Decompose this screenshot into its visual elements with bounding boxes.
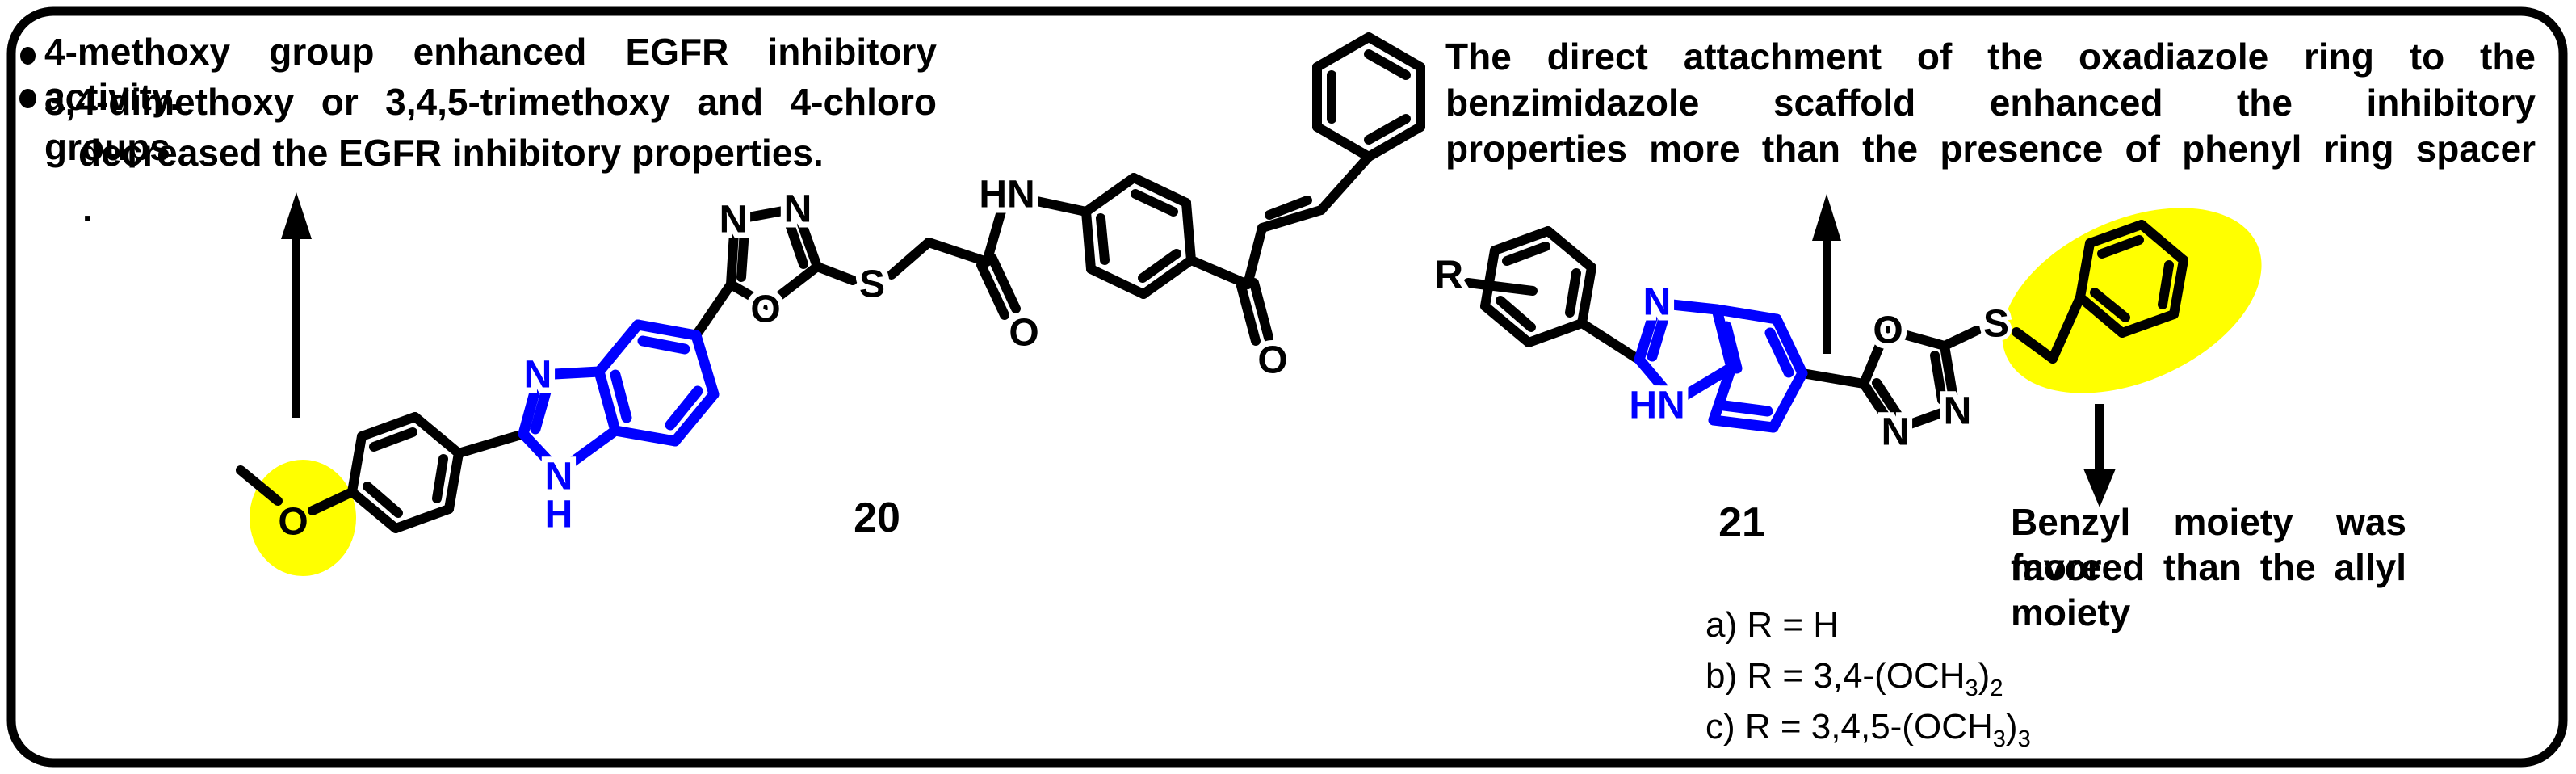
atom-label-oxadiazole21-o-icon: O — [1873, 309, 1903, 352]
arrow-up-left — [281, 192, 312, 418]
atom-label-imidazole-n1-icon: N — [545, 456, 573, 498]
r-definition-c-text: c) R = 3,4,5-(OCH — [1705, 707, 1993, 747]
r-definition-b: b) R = 3,4-(OCH3)2 — [1705, 655, 2003, 700]
structure-20-blue-atom-labels: N N H — [518, 348, 579, 542]
highlight-methoxy-ellipse — [250, 460, 356, 576]
benzyl-note-line1: Benzyl moiety was more — [2011, 501, 2406, 588]
arrow-down-benzyl — [2083, 404, 2116, 507]
atom-label-methoxy-o-icon: O — [278, 501, 308, 544]
atom-label-oxadiazole-o-icon: O — [750, 288, 780, 331]
structure-21-benzimidazole-bonds — [1634, 297, 1808, 433]
r-definition-b-sub1: 3 — [1965, 675, 1978, 701]
atom-label-imidazole21-n-icon: N — [1643, 281, 1672, 324]
r-definition-a: a) R = H — [1705, 604, 1839, 646]
right-note-line3: properties more than the presence of phe… — [1445, 128, 2536, 170]
stray-period: . — [82, 187, 93, 229]
highlight-benzyl-ellipse — [2002, 208, 2262, 393]
r-definition-b-mid: ) — [1978, 656, 1991, 696]
r-definition-c-mid: ) — [2005, 707, 2018, 747]
atom-label-ketone-o-icon: O — [1257, 339, 1287, 382]
atom-label-oxadiazole-n-right-icon: N — [784, 188, 812, 231]
atom-label-amide-hn-icon: HN — [979, 174, 1034, 217]
r-definition-c: c) R = 3,4,5-(OCH3)3 — [1705, 706, 2031, 751]
atom-label-thioether-s-icon: S — [859, 263, 885, 306]
structure-21-blue-atom-labels: N HN — [1623, 276, 1690, 433]
benzyl-note-line2: favored than the allyl moiety — [2011, 546, 2406, 633]
left-bullet2-line1: 3,4-dimethoxy or 3,4,5-trimethoxy and 4-… — [44, 81, 937, 168]
atom-label-amide-o-icon: O — [1009, 312, 1038, 355]
structure-21-atom-labels: R O N N S — [1429, 246, 2013, 460]
figure-border — [6, 6, 2568, 768]
compound-21-number: 21 — [1718, 499, 1765, 546]
structure-21-black-bonds — [1463, 220, 2188, 435]
structure-20-atom-labels: O N N O S HN O O — [278, 168, 1293, 544]
atom-label-imidazole-n-icon: N — [524, 354, 552, 397]
r-definition-b-text: b) R = 3,4-(OCH — [1705, 656, 1966, 696]
structure-20-black-bonds — [236, 32, 1425, 533]
right-note-line1: The direct attachment of the oxadiazole … — [1445, 36, 2536, 78]
left-bullet1-text: 4-methoxy group enhanced EGFR inhibitory… — [44, 31, 937, 118]
right-note-line2: benzimidazole scaffold enhanced the inhi… — [1445, 82, 2536, 124]
atom-label-oxadiazole21-n-left-icon: N — [1882, 411, 1910, 454]
r-definition-a-text: a) R = H — [1705, 605, 1840, 645]
atom-label-imidazole21-hn-icon: HN — [1629, 385, 1684, 427]
structure-20-benzimidazole-bonds — [518, 319, 720, 477]
r-definition-b-sub2: 2 — [1990, 675, 2003, 701]
atom-label-oxadiazole21-n-right-icon: N — [1944, 390, 1972, 433]
arrow-up-right — [1812, 194, 1841, 354]
atom-label-oxadiazole-n-left-icon: N — [720, 199, 748, 242]
atom-label-r-group-icon: R — [1434, 252, 1463, 297]
atom-label-imidazole-h-icon: H — [545, 494, 573, 536]
atom-label-thioether21-s-icon: S — [1983, 303, 2009, 346]
r-definition-c-sub2: 3 — [2017, 726, 2031, 752]
left-bullet2-line2: decreased the EGFR inhibitory properties… — [78, 132, 824, 174]
bullet-dot-1-icon — [20, 47, 36, 65]
r-definition-c-sub1: 3 — [1992, 726, 2006, 752]
compound-20-number: 20 — [854, 494, 900, 541]
bullet-dot-2-icon — [19, 89, 36, 108]
